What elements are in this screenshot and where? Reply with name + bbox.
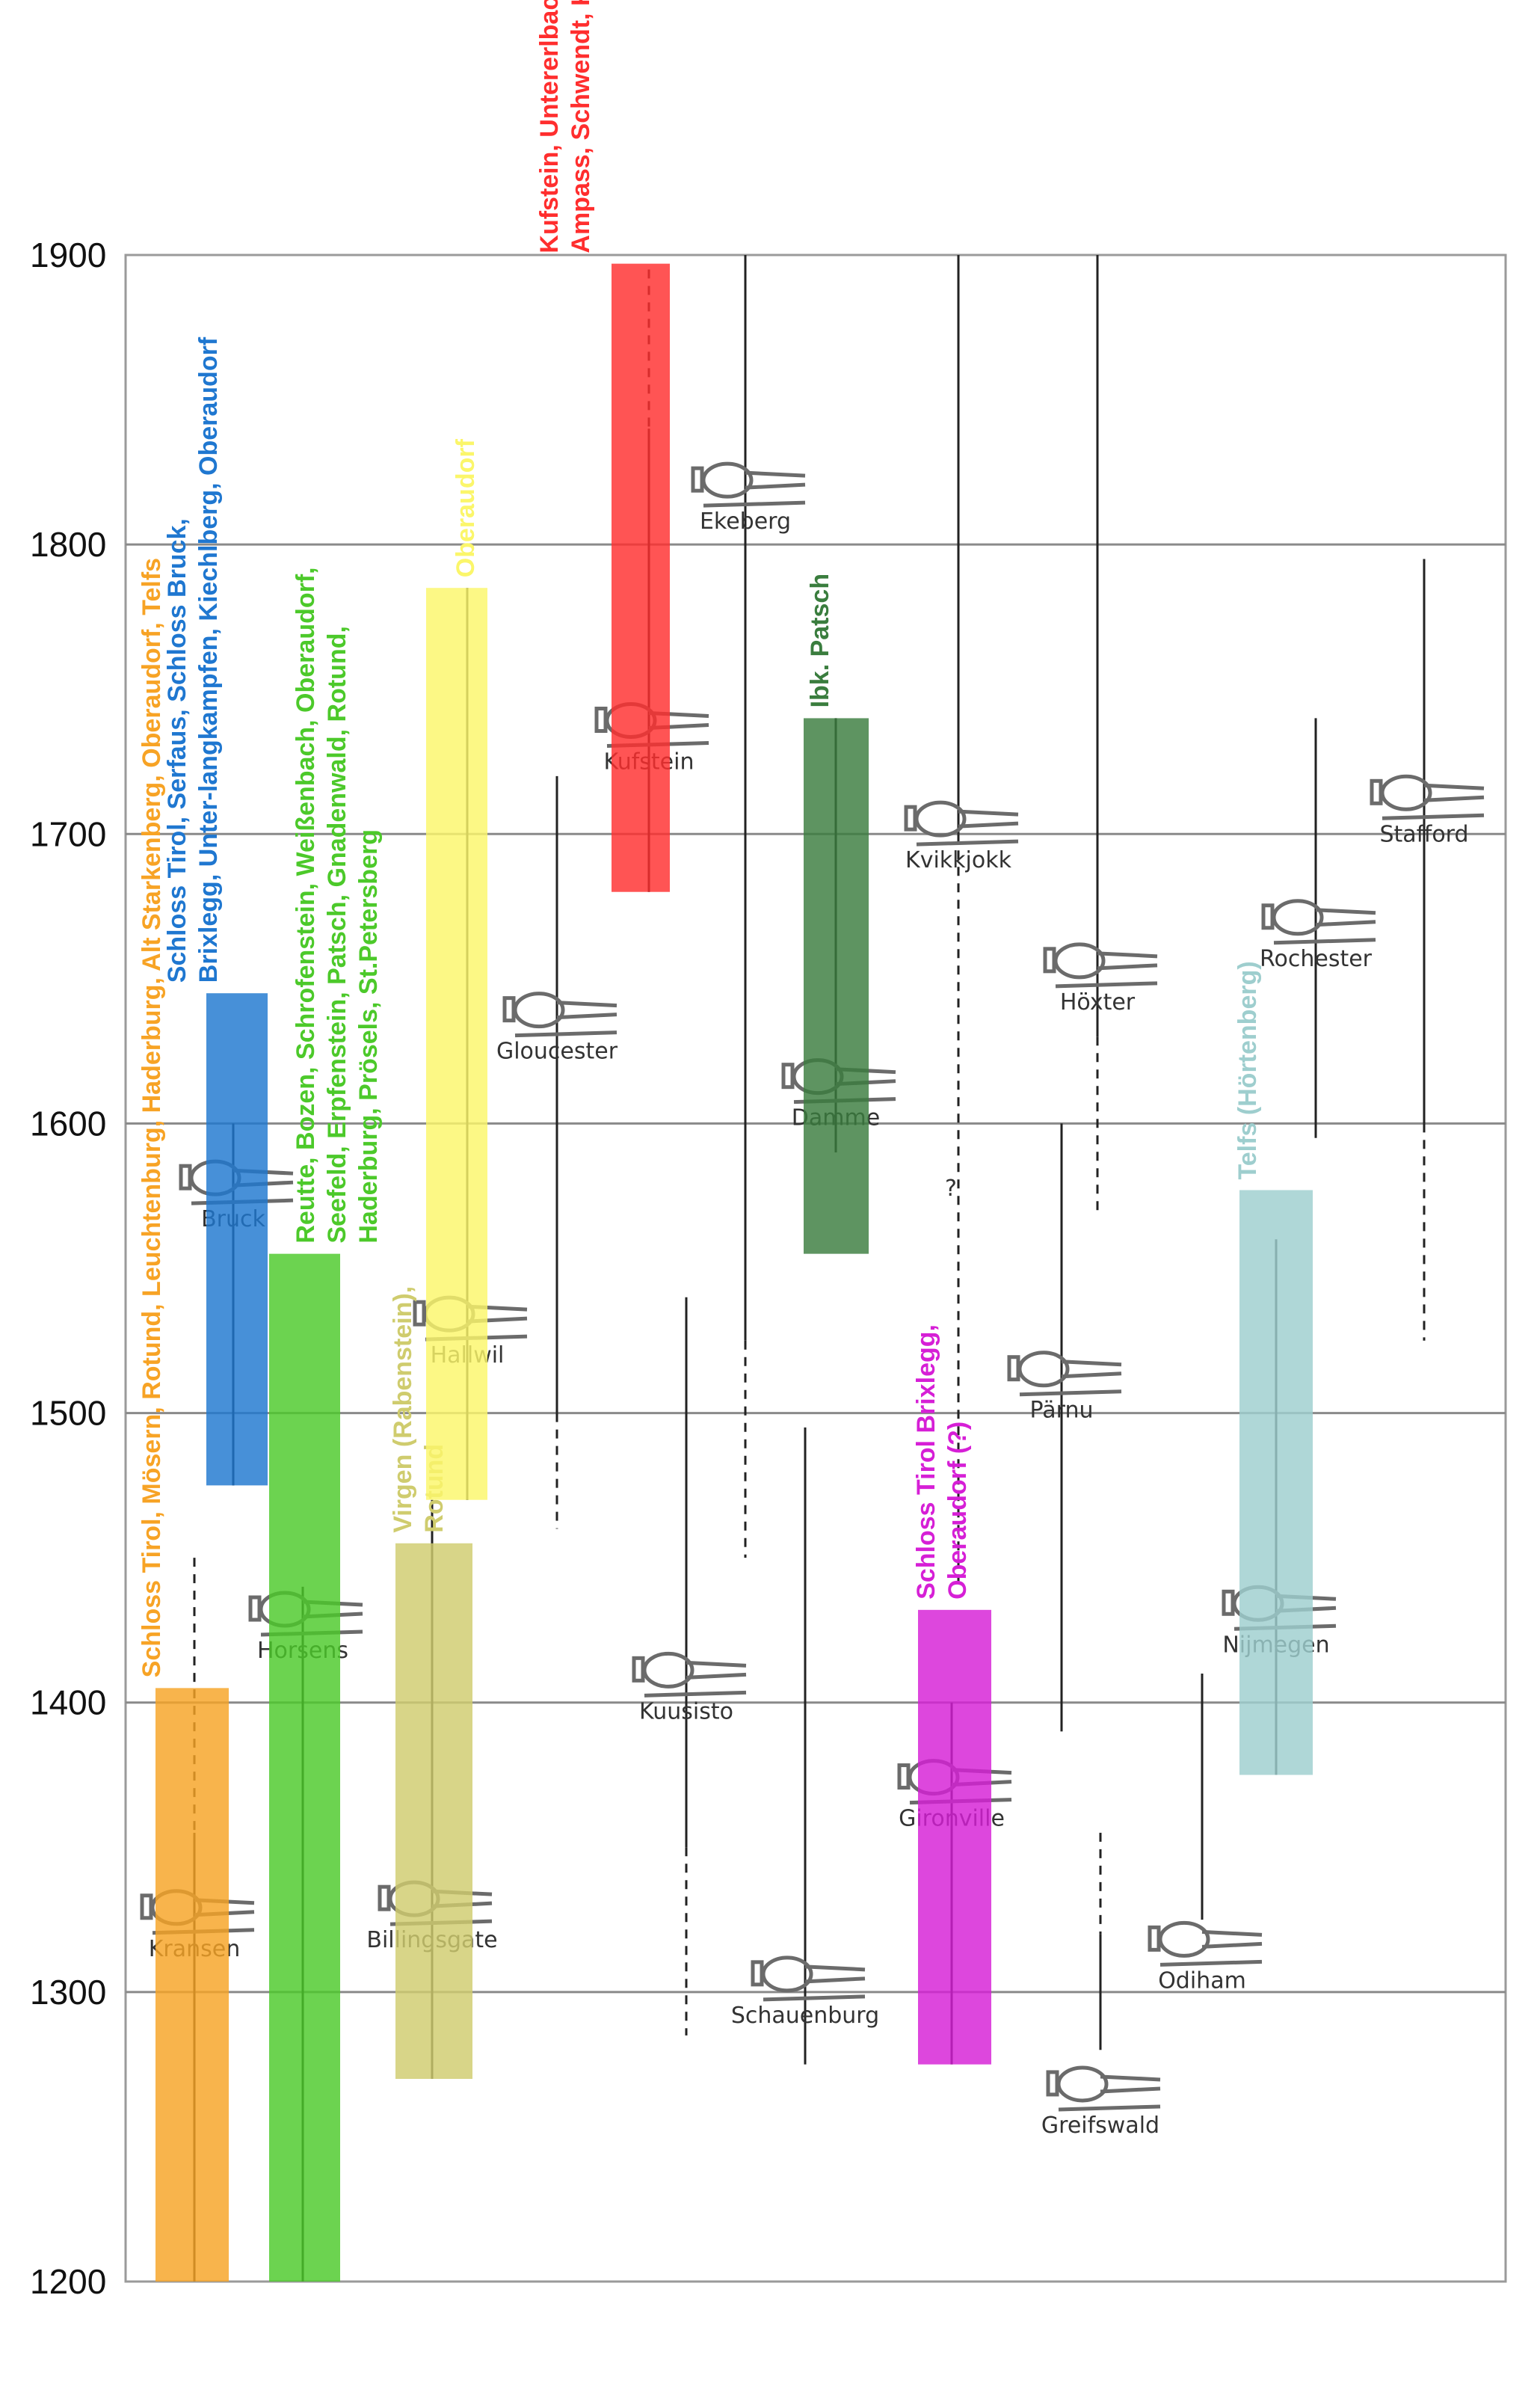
group-label-2: Reutte, Bozen, Schrofenstein, Weißenbach… xyxy=(292,567,383,1243)
location-label: Stafford xyxy=(1379,821,1468,847)
group-band-6 xyxy=(804,718,869,1254)
location-label: Kuusisto xyxy=(639,1698,733,1724)
location-label: Schauenburg xyxy=(731,2003,879,2029)
y-tick-label-1500: 1500 xyxy=(30,1394,106,1433)
group-label-4: Oberaudorf xyxy=(452,438,480,577)
location-label: Kvikkjokk xyxy=(905,847,1012,873)
y-tick-label-1700: 1700 xyxy=(30,814,106,853)
group-band-2 xyxy=(269,1253,340,2282)
group-label-1: Schloss Tirol, Serfaus, Schloss Bruck,Br… xyxy=(163,337,223,983)
location-label: Odiham xyxy=(1158,1967,1246,1994)
jaw-harp-icon xyxy=(1007,1351,1122,1397)
group-label-5: Kufstein, Untererlbachhof, Matrei/Osttir… xyxy=(535,0,595,254)
group-band-7 xyxy=(918,1609,991,2065)
group-label-8: Telfs (Hörtenberg) xyxy=(1233,961,1262,1179)
jaw-harp-icon xyxy=(1148,1920,1263,1967)
jaw-harp-icon xyxy=(1261,899,1376,945)
group-band-8 xyxy=(1239,1190,1313,1775)
y-tick-label-1400: 1400 xyxy=(30,1683,106,1722)
location-label: Greifswald xyxy=(1041,2113,1159,2139)
y-tick-label-1600: 1600 xyxy=(30,1104,106,1143)
plot-frame xyxy=(124,254,1507,2283)
location-label: Pärnu xyxy=(1030,1398,1094,1424)
y-tick-label-1200: 1200 xyxy=(30,2262,106,2301)
jaw-harp-icon xyxy=(1043,942,1158,989)
location-label: Rochester xyxy=(1260,946,1373,972)
group-band-3 xyxy=(395,1543,472,2079)
group-label-7: Schloss Tirol Brixlegg,Oberaudorf (?) xyxy=(912,1324,972,1600)
group-label-0: Schloss Tirol, Mösern, Rotund, Leuchtenb… xyxy=(138,558,166,1677)
jaw-harp-icon xyxy=(904,800,1019,847)
jaw-harp-icon xyxy=(691,461,806,508)
group-label-6: Ibk. Patsch xyxy=(806,574,834,708)
y-tick-label-1300: 1300 xyxy=(30,1973,106,2012)
location-label: Höxter xyxy=(1060,989,1136,1016)
y-tick-label-1800: 1800 xyxy=(30,525,106,564)
group-band-0 xyxy=(155,1688,229,2282)
jaw-harp-icon xyxy=(502,992,617,1038)
jaw-harp-icon xyxy=(751,1956,866,2002)
jaw-harp-icon xyxy=(1370,774,1485,820)
group-band-5 xyxy=(612,263,670,892)
jaw-harp-icon xyxy=(632,1651,747,1698)
group-band-4 xyxy=(426,588,487,1500)
y-tick-label-1900: 1900 xyxy=(30,236,106,274)
location-label: Gloucester xyxy=(496,1039,618,1065)
group-band-1 xyxy=(206,993,268,1486)
location-label: Ekeberg xyxy=(700,509,791,535)
jaw-harp-icon xyxy=(1046,2065,1161,2112)
uncertainty-mark: ? xyxy=(945,1176,957,1202)
